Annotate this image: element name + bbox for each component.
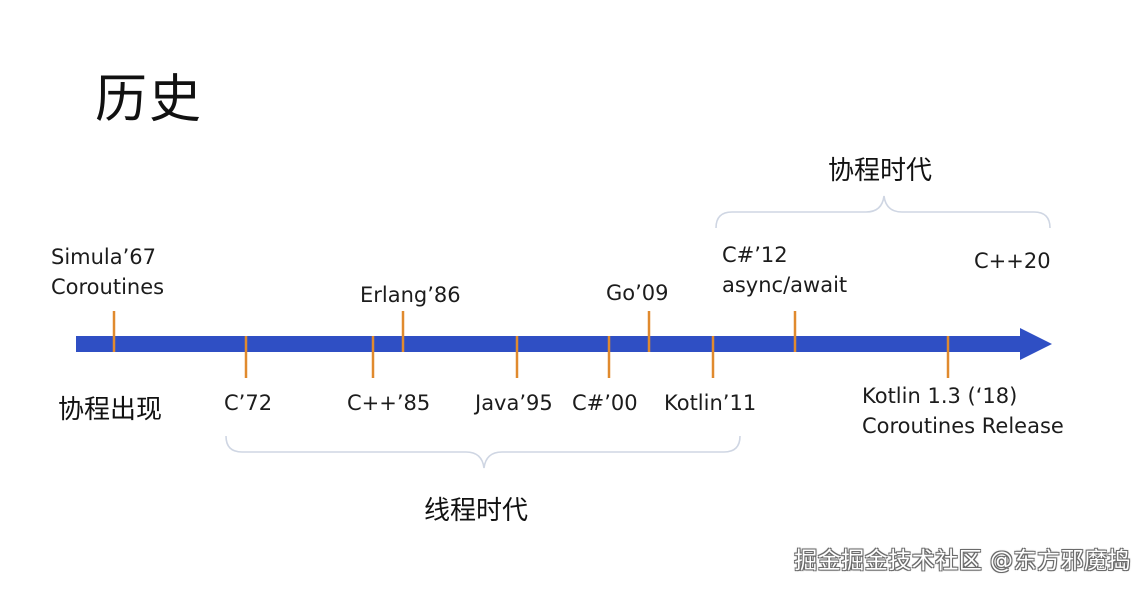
timeline-axis (76, 328, 1052, 360)
event-line: Kotlin 1.3 (‘18) (862, 384, 1018, 408)
event-line: Go’09 (606, 281, 669, 305)
event-line: Erlang’86 (360, 283, 461, 307)
coroutines-appear-label: 协程出现 (58, 395, 163, 425)
event-line: C#’12 (722, 243, 788, 267)
thread-era-brace (225, 435, 741, 469)
event-java-95: Java’95 (475, 388, 553, 418)
coroutine-era-brace (715, 195, 1051, 229)
event-go-09: Go’09 (606, 278, 669, 308)
event-line: C++20 (974, 249, 1051, 273)
event-line: Kotlin’11 (664, 391, 757, 415)
event-kotlin-11: Kotlin’11 (664, 388, 756, 418)
thread-era-label: 线程时代 (424, 496, 529, 526)
event-csharp-12: C#’12 async/await (722, 240, 847, 300)
event-line: C#’00 (572, 391, 638, 415)
watermark-text: 掘金掘金技术社区 @东方邪魔捣 (794, 548, 1131, 574)
event-line: async/await (722, 273, 848, 297)
event-c-72: C’72 (224, 388, 272, 418)
page-title: 历史 (95, 70, 204, 130)
event-erlang-86: Erlang’86 (360, 280, 461, 310)
event-cpp-85: C++’85 (347, 388, 430, 418)
event-simula-67: Simula’67 Coroutines (51, 242, 164, 302)
event-line: Coroutines Release (862, 414, 1064, 438)
coroutine-era-label: 协程时代 (828, 156, 933, 186)
event-line: C++’85 (347, 391, 431, 415)
event-line: Coroutines (51, 275, 165, 299)
event-csharp-00: C#’00 (572, 388, 638, 418)
event-cpp-20: C++20 (974, 246, 1051, 276)
event-kotlin-13: Kotlin 1.3 (‘18) Coroutines Release (862, 381, 1064, 441)
event-line: Simula’67 (51, 245, 157, 269)
event-line: Java’95 (475, 391, 553, 415)
event-line: C’72 (224, 391, 273, 415)
